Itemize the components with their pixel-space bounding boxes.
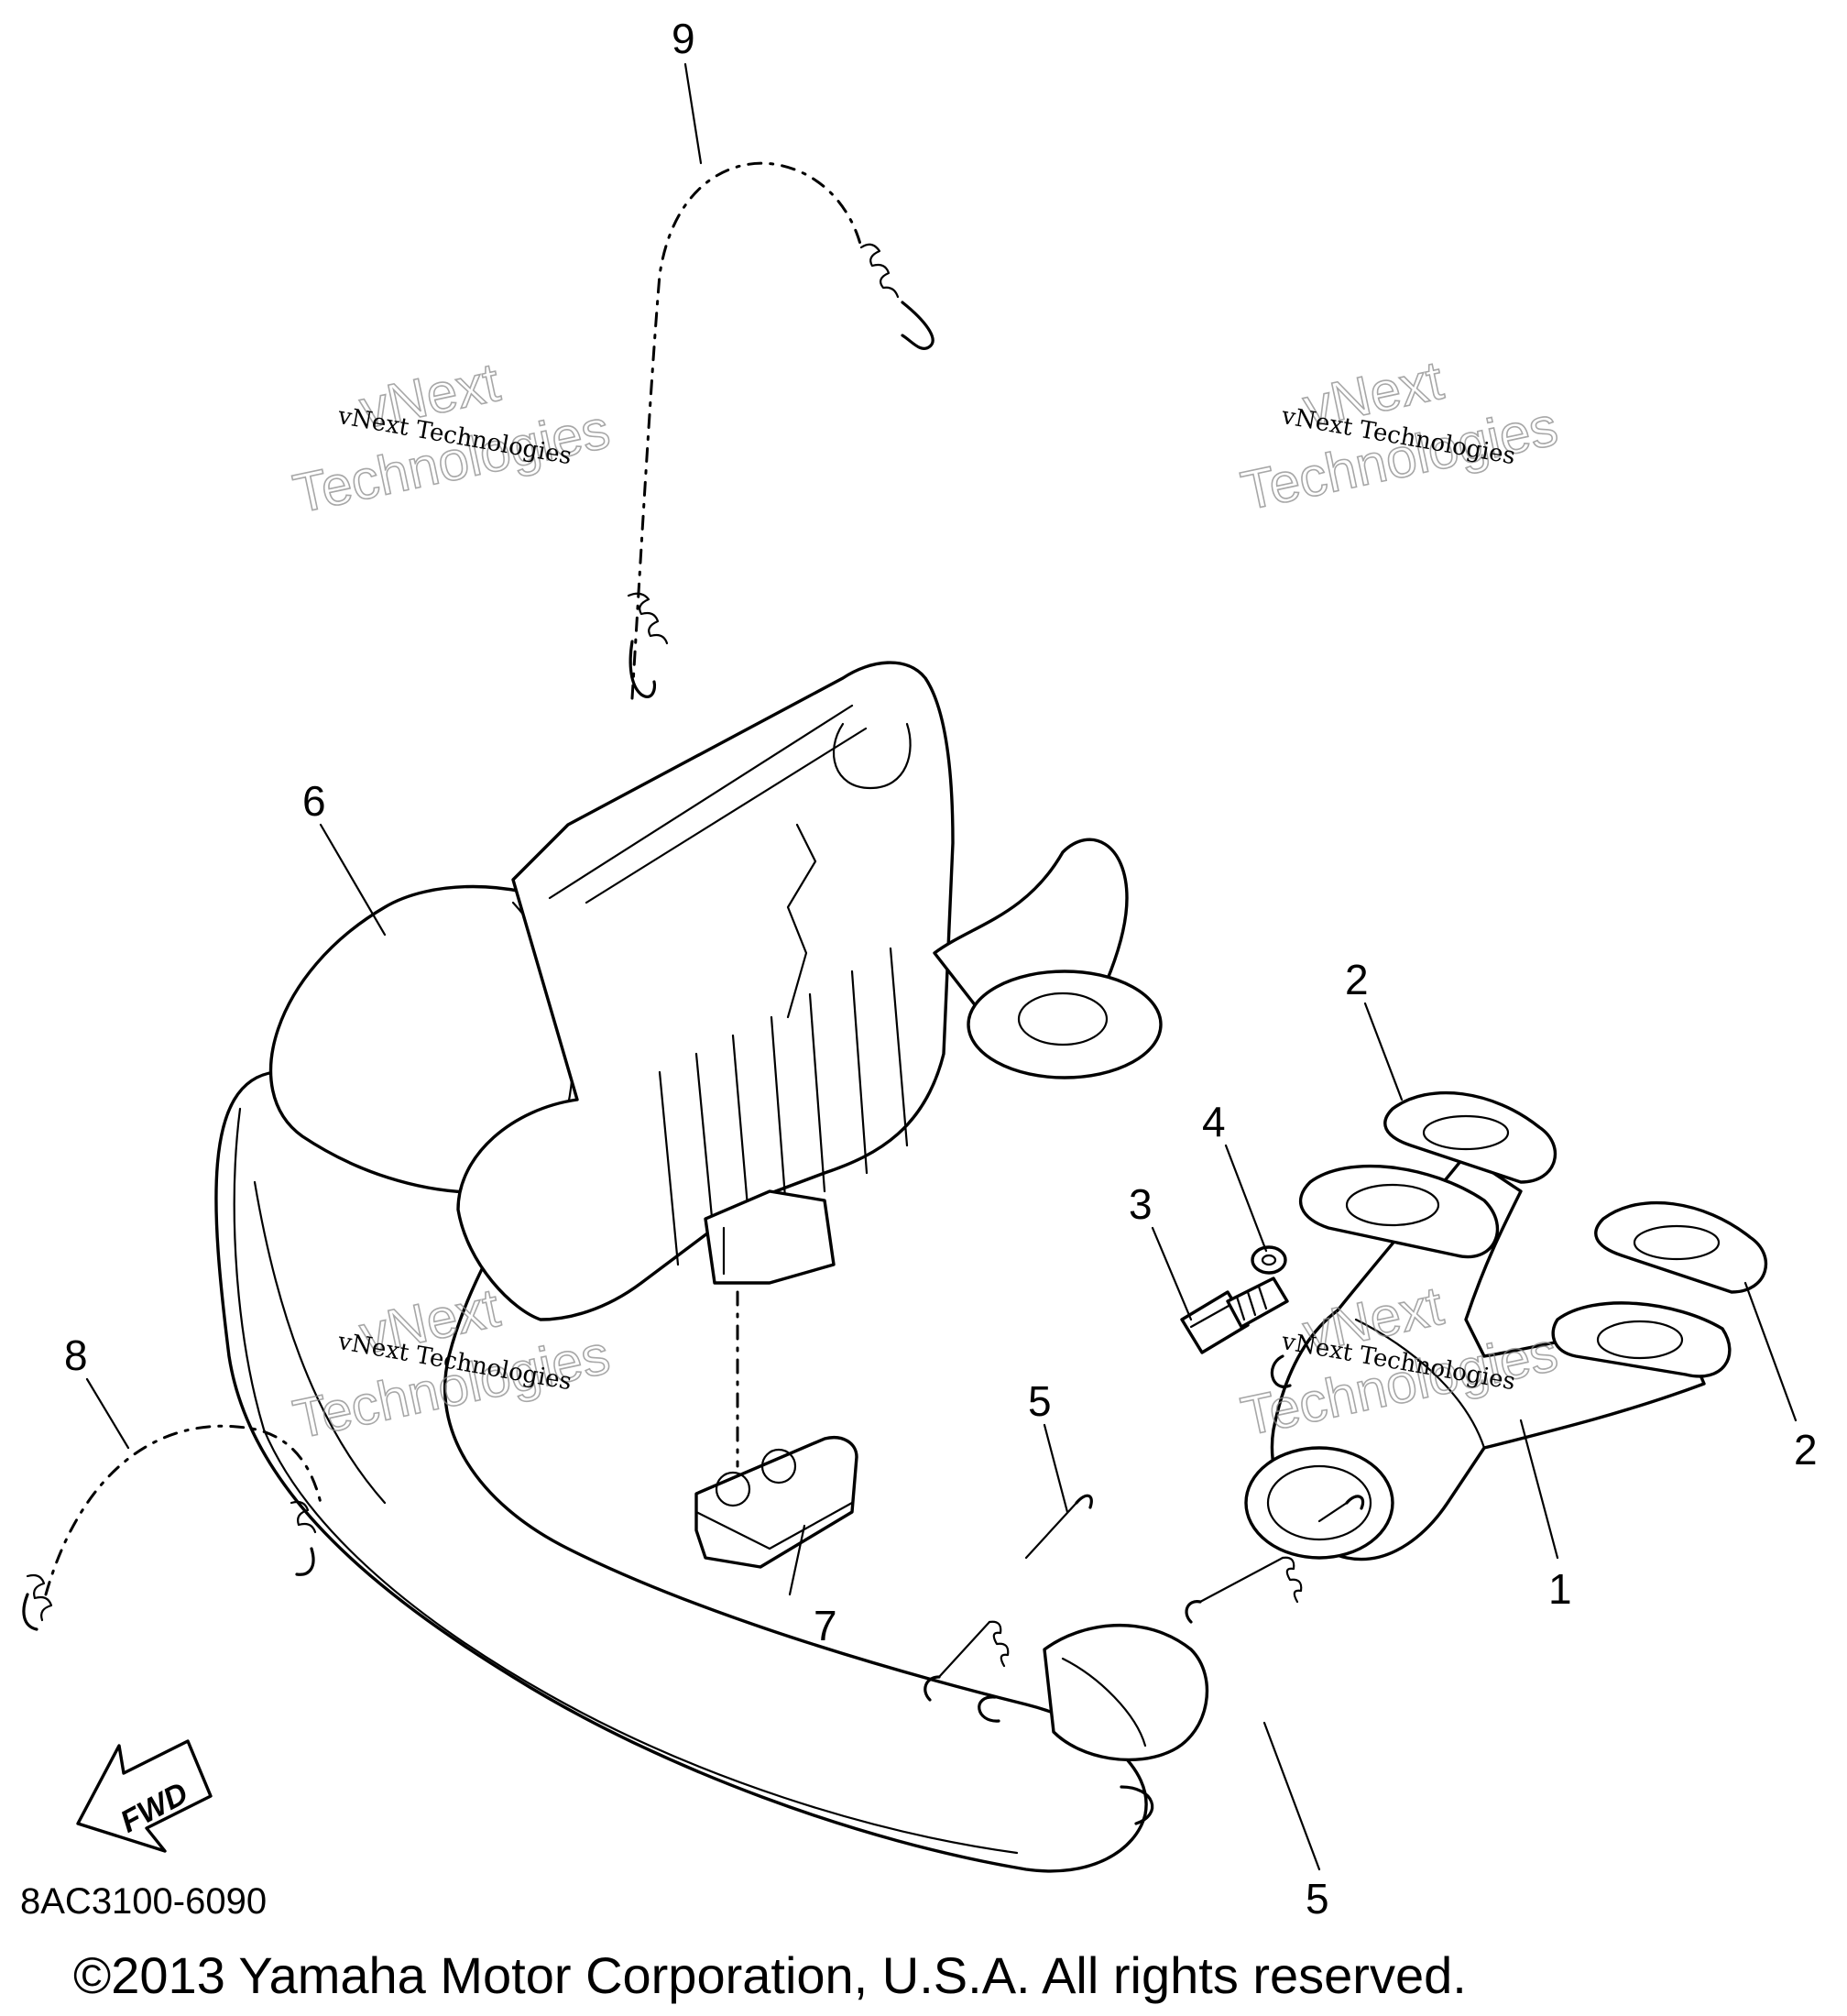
part-1-exhaust-manifold xyxy=(1244,1153,1732,1561)
callout-9: 9 xyxy=(672,15,695,62)
callout-3: 3 xyxy=(1129,1180,1153,1228)
callout-5-bottom: 5 xyxy=(1306,1875,1329,1923)
callout-1: 1 xyxy=(1548,1565,1572,1613)
callout-2-top: 2 xyxy=(1345,956,1369,1003)
leader-lines xyxy=(85,62,1798,1871)
watermark-top-left: vNext Technologies vNext Technologies xyxy=(288,350,616,525)
fwd-direction-arrow: FWD xyxy=(76,1739,213,1853)
part-2-gasket-upper xyxy=(1383,1090,1557,1184)
part-5-spring-right xyxy=(1185,1495,1365,1624)
part-9-spring-band xyxy=(627,161,934,700)
watermark-top-right: vNext Technologies vNext Technologies xyxy=(1235,348,1563,522)
part-6-muffler xyxy=(214,661,1209,1873)
callout-5-center: 5 xyxy=(1028,1377,1052,1425)
part-7-rubber-mount xyxy=(694,1436,858,1569)
callout-2-right: 2 xyxy=(1794,1426,1818,1474)
part-8-spring-band xyxy=(22,1424,322,1631)
part-4-washer xyxy=(1251,1245,1287,1275)
callout-7: 7 xyxy=(814,1602,837,1649)
copyright-notice: ©2013 Yamaha Motor Corporation, U.S.A. A… xyxy=(73,1946,1467,2004)
diagram-code: 8AC3100-6090 xyxy=(20,1881,267,1922)
callout-6: 6 xyxy=(302,777,326,825)
part-3-bolt xyxy=(1180,1276,1289,1354)
callouts: 9 6 2 4 3 8 5 2 1 7 5 xyxy=(64,15,1818,1923)
callout-4: 4 xyxy=(1202,1098,1226,1145)
callout-8: 8 xyxy=(64,1331,88,1379)
part-2-gasket-lower xyxy=(1594,1200,1768,1294)
